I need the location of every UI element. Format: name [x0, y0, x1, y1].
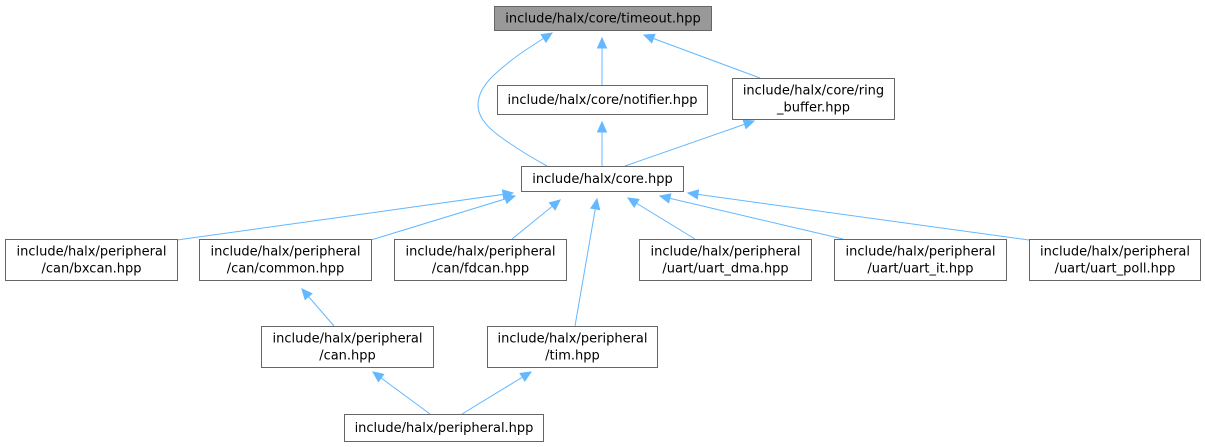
edge-arrowhead — [596, 120, 608, 133]
edge-uart_poll-to-core — [686, 189, 1030, 241]
edges-layer — [176, 32, 1030, 415]
edge-line — [574, 198, 598, 327]
node-tim[interactable]: include/halx/peripheral/tim.hpp — [487, 326, 658, 368]
edge-line — [627, 197, 696, 240]
node-label: /uart/uart_it.hpp — [867, 262, 973, 277]
edge-notifier-to-timeout — [596, 36, 608, 85]
edge-line — [624, 120, 755, 167]
edge-arrowhead — [642, 33, 656, 44]
node-label: _buffer.hpp — [776, 101, 850, 116]
edge-line — [176, 192, 514, 241]
node-label: /can/fdcan.hpp — [432, 262, 529, 277]
edge-arrowhead — [626, 197, 640, 209]
node-box[interactable] — [639, 239, 812, 281]
node-ring-buffer[interactable]: include/halx/core/ring _buffer.hpp — [732, 78, 895, 120]
edge-bxcan-to-core — [176, 189, 515, 241]
edge-peripheral-to-can — [372, 371, 431, 415]
edge-can_common-to-core — [370, 194, 517, 241]
node-label: /uart/uart_poll.hpp — [1055, 262, 1176, 277]
edge-arrowhead — [540, 32, 554, 44]
edge-arrowhead — [519, 371, 533, 382]
node-box[interactable] — [344, 414, 544, 442]
node-box[interactable] — [1029, 239, 1201, 281]
edge-arrowhead — [742, 119, 756, 130]
node-box[interactable] — [834, 239, 1007, 281]
node-box[interactable] — [199, 239, 372, 281]
edge-ring_buffer-to-timeout — [642, 33, 761, 79]
node-label: include/halx/peripheral — [17, 245, 167, 260]
edge-fdcan-to-core — [511, 199, 561, 240]
node-label: include/halx/peripheral — [406, 245, 556, 260]
node-box[interactable] — [487, 326, 658, 368]
node-label: /uart/uart_dma.hpp — [662, 262, 788, 277]
node-box[interactable] — [5, 239, 178, 281]
node-label: /can.hpp — [319, 349, 376, 364]
node-label: include/halx/core/timeout.hpp — [505, 12, 700, 27]
edge-arrowhead — [301, 288, 313, 301]
edge-uart_it-to-core — [658, 193, 844, 240]
edge-line — [659, 195, 844, 240]
edge-line — [372, 371, 431, 415]
node-label: include/halx/peripheral — [651, 245, 801, 260]
edge-tim-to-core — [574, 197, 601, 327]
node-label: include/halx/peripheral.hpp — [355, 421, 534, 436]
node-fdcan[interactable]: include/halx/peripheral/can/fdcan.hpp — [394, 239, 567, 281]
edge-arrowhead — [503, 194, 517, 205]
node-label: include/halx/core/notifier.hpp — [507, 93, 697, 108]
node-peripheral[interactable]: include/halx/peripheral.hpp — [344, 414, 544, 442]
node-can-common[interactable]: include/halx/peripheral/can/common.hpp — [199, 239, 372, 281]
node-box[interactable] — [394, 239, 567, 281]
node-uart-it[interactable]: include/halx/peripheral/uart/uart_it.hpp — [834, 239, 1007, 281]
node-label: /tim.hpp — [545, 349, 600, 364]
edge-line — [477, 32, 553, 167]
edge-line — [687, 192, 1030, 241]
node-box[interactable] — [494, 6, 712, 31]
node-uart-dma[interactable]: include/halx/peripheral/uart/uart_dma.hp… — [639, 239, 812, 281]
node-can[interactable]: include/halx/peripheral/can.hpp — [261, 326, 434, 368]
nodes-layer: include/halx/core/timeout.hpp include/hal… — [5, 6, 1201, 442]
edge-line — [370, 195, 516, 241]
node-uart-poll[interactable]: include/halx/peripheral/uart/uart_poll.h… — [1029, 239, 1201, 281]
edge-arrowhead — [596, 36, 608, 49]
edge-can-to-can_common — [301, 288, 335, 327]
node-label: include/halx/peripheral — [211, 245, 361, 260]
node-label: include/halx/peripheral — [1040, 245, 1190, 260]
node-notifier[interactable]: include/halx/core/notifier.hpp — [497, 85, 708, 115]
edge-arrowhead — [548, 199, 561, 211]
node-timeout[interactable]: include/halx/core/timeout.hpp — [494, 6, 712, 31]
edge-arrowhead — [590, 197, 601, 211]
node-label: include/halx/peripheral — [273, 332, 423, 347]
node-box[interactable] — [521, 166, 684, 192]
edge-line — [643, 34, 761, 79]
node-box[interactable] — [732, 78, 895, 120]
node-label: include/halx/peripheral — [846, 245, 996, 260]
edge-arrowhead — [658, 193, 672, 204]
node-box[interactable] — [261, 326, 434, 368]
node-label: include/halx/peripheral — [498, 332, 648, 347]
edge-core-to-notifier — [596, 120, 608, 166]
node-bxcan[interactable]: include/halx/peripheral/can/bxcan.hpp — [5, 239, 178, 281]
edge-core-to-timeout — [477, 32, 554, 167]
edge-uart_dma-to-core — [626, 197, 696, 240]
node-label: include/halx/core/ring — [743, 84, 884, 99]
node-box[interactable] — [497, 85, 708, 115]
node-label: include/halx/core.hpp — [532, 172, 672, 187]
edge-arrowhead — [686, 189, 700, 200]
edge-line — [461, 371, 532, 415]
edge-arrowhead — [372, 371, 385, 383]
node-label: /can/common.hpp — [227, 262, 345, 277]
edge-core-to-ring_buffer — [624, 119, 756, 167]
node-label: /can/bxcan.hpp — [41, 262, 141, 277]
node-core[interactable]: include/halx/core.hpp — [521, 166, 684, 192]
edge-peripheral-to-tim — [461, 371, 533, 415]
